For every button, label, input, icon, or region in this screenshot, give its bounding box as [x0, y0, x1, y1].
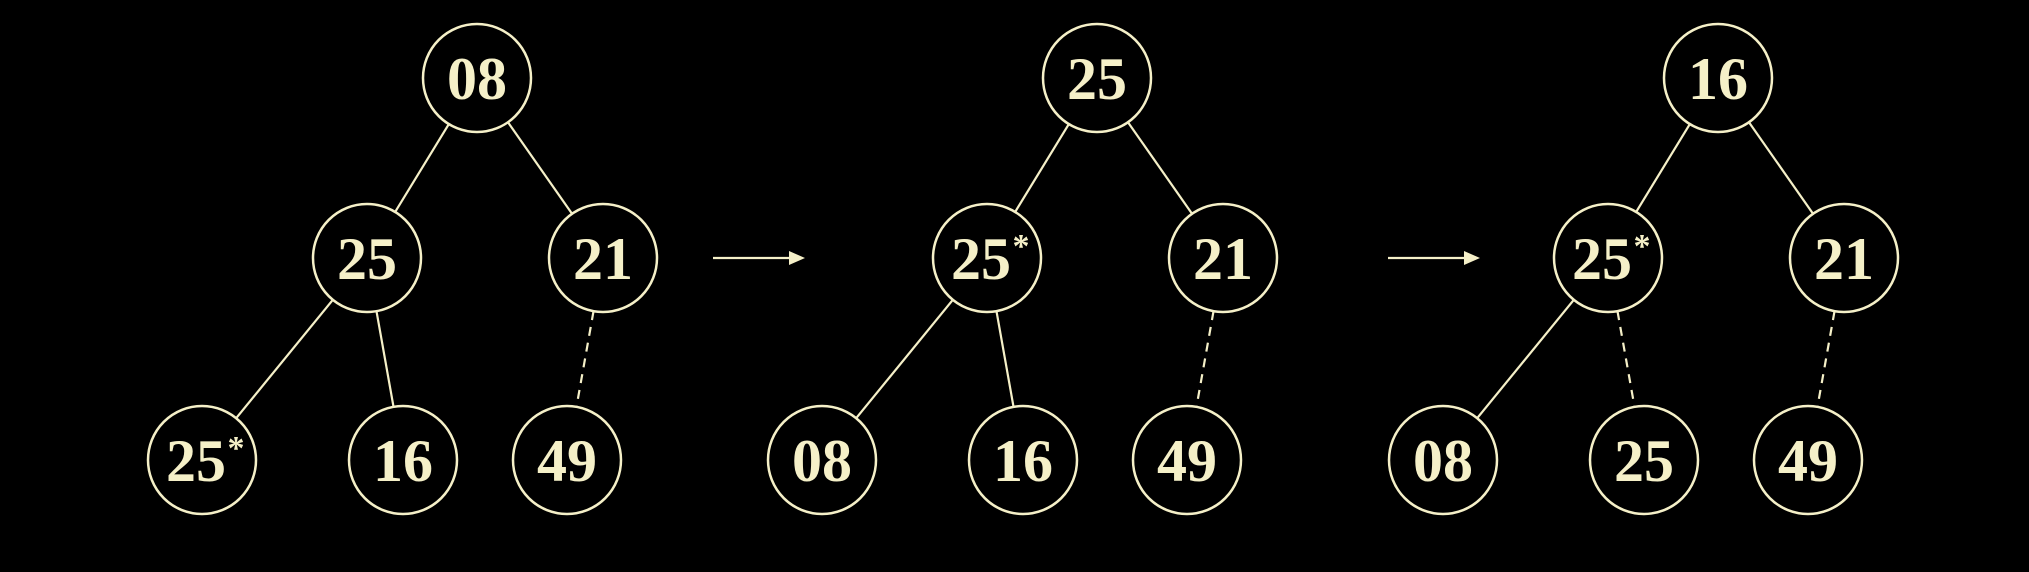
tree-3-edge-left-to-left-left	[1476, 299, 1575, 419]
node-mark: *	[1013, 228, 1030, 265]
node-label: 49	[1157, 428, 1217, 494]
node-mark: *	[1634, 228, 1651, 265]
node-label: 25	[951, 226, 1011, 292]
node-label: 25	[1067, 46, 1127, 112]
tree-3-node-left: 25*	[1552, 202, 1664, 314]
node-circle	[1387, 404, 1499, 516]
tree-2-node-left-right: 16	[967, 404, 1079, 516]
tree-2-edge-right-to-right-left	[1195, 310, 1215, 408]
tree-3-node-root: 16	[1662, 22, 1774, 134]
node-label: 16	[1688, 46, 1748, 112]
node-label: 21	[1193, 226, 1253, 292]
tree-2-edge-left-to-left-left	[855, 299, 954, 419]
tree-2-node-right: 21	[1167, 202, 1279, 314]
tree-1-node-right: 21	[547, 202, 659, 314]
tree-1-edge-root-to-left	[394, 123, 450, 213]
node-label: 16	[993, 428, 1053, 494]
node-circle	[1588, 404, 1700, 516]
right-arrow-icon	[713, 251, 805, 265]
node-label: 49	[1778, 428, 1838, 494]
node-circle	[967, 404, 1079, 516]
node-circle	[311, 202, 423, 314]
node-label: 08	[1413, 428, 1473, 494]
tree-3-edge-right-to-right-left	[1816, 310, 1836, 408]
node-circle	[766, 404, 878, 516]
node-circle	[547, 202, 659, 314]
tree-2-edge-root-to-right	[1127, 121, 1193, 215]
node-label: 08	[792, 428, 852, 494]
node-circle	[1752, 404, 1864, 516]
tree-2-node-root: 25	[1041, 22, 1153, 134]
tree-1-edge-left-to-left-left	[235, 299, 334, 419]
node-circle	[1788, 202, 1900, 314]
tree-2-node-left-left: 08	[766, 404, 878, 516]
right-arrow-icon	[1388, 251, 1480, 265]
tree-1-node-right-left: 49	[511, 404, 623, 516]
tree-3-edge-root-to-right	[1748, 121, 1814, 215]
tree-3-node-right-left: 49	[1752, 404, 1864, 516]
node-circle	[347, 404, 459, 516]
node-label: 25	[166, 428, 226, 494]
node-circle	[511, 404, 623, 516]
node-label: 25	[337, 226, 397, 292]
tree-2-edge-left-to-left-right	[995, 310, 1015, 408]
tree-1-edge-right-to-right-left	[575, 310, 595, 408]
tree-1-edge-left-to-left-right	[375, 310, 395, 408]
node-label: 25	[1614, 428, 1674, 494]
tree-3-node-right: 21	[1788, 202, 1900, 314]
tree-3-node-left-left: 08	[1387, 404, 1499, 516]
node-circle	[931, 202, 1043, 314]
node-circle	[421, 22, 533, 134]
node-mark: *	[228, 430, 245, 467]
tree-1-node-left-left: 25*	[146, 404, 258, 516]
node-label: 08	[447, 46, 507, 112]
node-circle	[1131, 404, 1243, 516]
tree-2-node-right-left: 49	[1131, 404, 1243, 516]
tree-1-node-left: 25	[311, 202, 423, 314]
node-circle	[1167, 202, 1279, 314]
node-label: 21	[1814, 226, 1874, 292]
node-circle	[1041, 22, 1153, 134]
tree-1-edge-root-to-right	[507, 121, 573, 215]
tree-1-node-root: 08	[421, 22, 533, 134]
tree-2-node-left: 25*	[931, 202, 1043, 314]
tree-3-edge-root-to-left	[1635, 123, 1691, 213]
tree-1-node-left-right: 16	[347, 404, 459, 516]
node-circle	[1662, 22, 1774, 134]
node-label: 25	[1572, 226, 1632, 292]
tree-2-edge-root-to-left	[1014, 123, 1070, 213]
node-circle	[1552, 202, 1664, 314]
node-label: 21	[573, 226, 633, 292]
tree-3-edge-left-to-left-right	[1616, 310, 1636, 408]
node-label: 16	[373, 428, 433, 494]
node-label: 49	[537, 428, 597, 494]
tree-3-node-left-right: 25	[1588, 404, 1700, 516]
node-circle	[146, 404, 258, 516]
